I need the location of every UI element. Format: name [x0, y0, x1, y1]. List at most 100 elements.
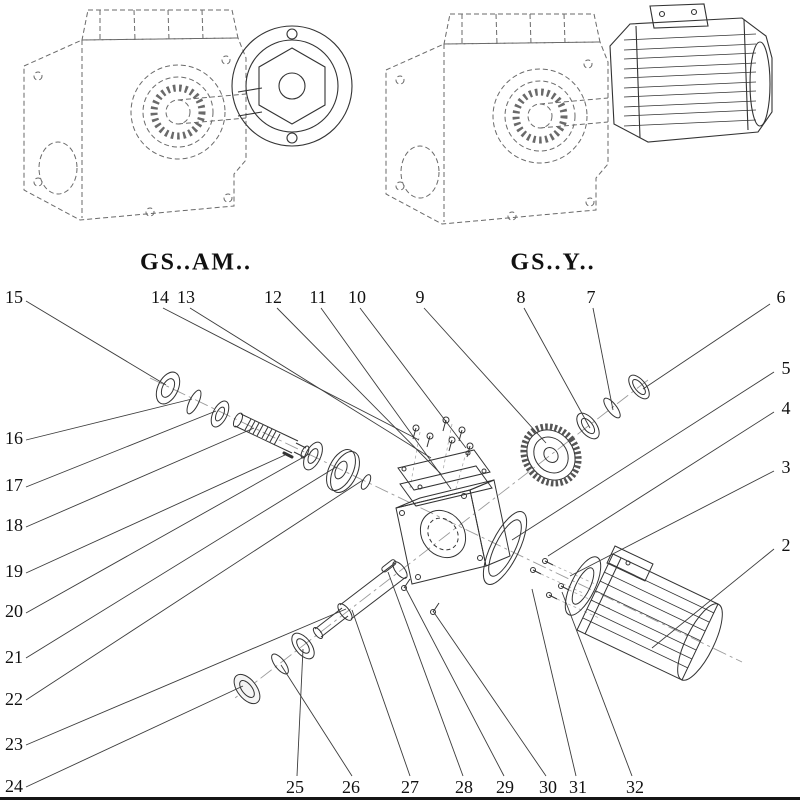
part-number-12: 12: [264, 287, 282, 307]
part-number-13: 13: [177, 287, 195, 307]
part-number-24: 24: [5, 776, 23, 796]
leader-line-25: [296, 648, 304, 777]
part-number-19: 19: [5, 561, 23, 581]
part-number-25: 25: [286, 777, 304, 797]
variant-label-gsam: GS..AM..: [140, 249, 252, 276]
leader-line-2: [651, 548, 775, 649]
output-seal-ring: [233, 673, 261, 705]
cover-plate: [397, 449, 491, 491]
part-number-21: 21: [5, 647, 23, 667]
leader-line-7: [592, 307, 614, 411]
gear-circlip: [603, 397, 621, 419]
leader-line-17: [25, 410, 217, 488]
part-number-3: 3: [781, 457, 791, 477]
leader-line-32: [561, 591, 633, 777]
part-number-18: 18: [5, 515, 23, 535]
leader-line-24: [25, 685, 244, 788]
motor-adapter-flange: [482, 511, 528, 585]
leader-lines: [25, 300, 775, 788]
leader-line-4: [547, 411, 775, 557]
motor-mount-screws: [530, 558, 570, 600]
gearbox-drawing-gsam: [24, 10, 353, 220]
worm-gear-disc: [326, 449, 360, 493]
leader-line-13: [189, 307, 432, 459]
part-number-31: 31: [569, 777, 587, 797]
part-number-32: 32: [626, 777, 644, 797]
part-number-20: 20: [5, 601, 23, 621]
leader-line-20: [25, 453, 310, 614]
leader-line-30: [432, 610, 547, 777]
part-number-6: 6: [776, 287, 786, 307]
worm-shaft: [232, 412, 310, 459]
part-number-4: 4: [781, 398, 791, 418]
leader-line-5: [511, 371, 775, 541]
leader-line-19: [25, 454, 286, 574]
leader-line-26: [280, 664, 353, 777]
part-number-9: 9: [415, 287, 425, 307]
part-number-28: 28: [455, 777, 473, 797]
part-number-17: 17: [5, 475, 23, 495]
terminal-box: [649, 3, 709, 29]
input-bearing-2: [303, 441, 323, 471]
center-axes: [149, 377, 743, 699]
leader-line-31: [531, 588, 577, 777]
leader-line-8: [523, 307, 591, 429]
cover-screws: [412, 416, 474, 458]
leader-line-28: [387, 571, 464, 777]
part-number-22: 22: [5, 689, 23, 709]
output-flange-drawing: [231, 25, 353, 147]
part-number-27: 27: [401, 777, 419, 797]
input-seal-ring: [155, 371, 181, 405]
spacer-ring: [360, 474, 372, 490]
gear-housing: [395, 479, 511, 585]
leader-line-9: [423, 307, 547, 444]
part-number-23: 23: [5, 734, 23, 754]
leader-line-3: [569, 470, 775, 577]
leader-line-15: [25, 300, 167, 386]
part-number-15: 15: [5, 287, 23, 307]
leader-line-29: [404, 586, 505, 777]
output-bearing: [291, 632, 315, 660]
leader-line-12: [276, 307, 442, 475]
part-number-14: 14: [151, 287, 169, 307]
leader-line-22: [25, 479, 364, 701]
variant-label-gsy: GS..Y..: [510, 249, 596, 276]
part-number-8: 8: [516, 287, 526, 307]
exploded-assembly: [149, 371, 743, 705]
housing-screw-lower-left: [401, 578, 411, 591]
leader-line-10: [359, 307, 467, 449]
housing-screw-lower-right: [430, 602, 440, 615]
motor-terminal-box: [606, 545, 654, 582]
gearbox-drawing-gsy: [386, 3, 773, 224]
motor-drawing: [609, 3, 773, 143]
gear-bearing: [576, 412, 600, 440]
part-number-30: 30: [539, 777, 557, 797]
leader-line-23: [25, 608, 347, 746]
leader-line-6: [642, 303, 771, 390]
gear-seal-ring: [628, 374, 650, 400]
part-number-26: 26: [342, 777, 360, 797]
part-number-5: 5: [781, 358, 791, 378]
leader-line-18: [25, 427, 255, 528]
part-number-29: 29: [496, 777, 514, 797]
cover-gasket: [399, 465, 493, 507]
dowel-pin: [282, 451, 294, 459]
input-circlip: [186, 389, 202, 415]
part-number-7: 7: [586, 287, 596, 307]
part-number-11: 11: [309, 287, 327, 307]
leader-line-27: [351, 609, 411, 777]
part-number-16: 16: [5, 428, 23, 448]
output-circlip: [271, 653, 289, 675]
shaft-key: [381, 559, 397, 573]
leader-line-11: [320, 307, 452, 490]
leader-line-21: [25, 466, 337, 659]
output-shaft: [312, 561, 408, 639]
exploded-motor: [564, 545, 723, 681]
leader-line-14: [162, 307, 420, 441]
page-bottom-border: [0, 797, 800, 800]
leader-line-16: [25, 398, 193, 441]
part-number-10: 10: [348, 287, 366, 307]
input-bearing: [210, 400, 230, 428]
